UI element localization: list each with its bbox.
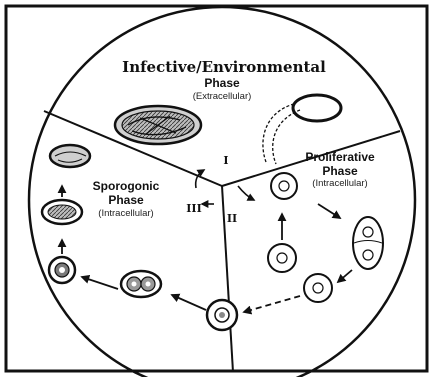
infective-phase-label: Phase <box>204 76 240 90</box>
mature-sporocyst-cell <box>50 145 90 167</box>
transition-label-three: III <box>186 202 201 215</box>
arrow-to-sporont <box>82 277 118 289</box>
transitional-cell <box>207 300 237 330</box>
sporoblast-cell <box>42 200 82 224</box>
sporogonic-phase-label: Phase <box>108 193 144 207</box>
sporoplasm-cell <box>271 173 297 199</box>
proliferative-phase-title: Proliferative <box>305 150 375 164</box>
transition-label-two: II <box>227 212 237 225</box>
dividing-meront <box>353 217 383 269</box>
transition-arrow-two <box>238 186 254 200</box>
infective-phase-subtitle: (Extracellular) <box>193 91 252 102</box>
infective-phase-title: Infective/Environmental <box>122 58 326 76</box>
sporogonic-phase-subtitle: (Intracellular) <box>98 208 153 219</box>
transition-arrow-one <box>196 170 204 188</box>
dashed-arrow-to-transitional <box>244 296 300 312</box>
arrow-to-dividing <box>172 295 206 310</box>
proliferative-phase-subtitle: (Intracellular) <box>312 178 367 189</box>
dividing-cell <box>121 271 161 297</box>
proliferative-phase-label: Phase <box>322 164 358 178</box>
polar-filament <box>263 104 294 162</box>
meront-cell-left <box>268 244 296 272</box>
oocyst-illustration <box>115 106 201 144</box>
arrow-from-meront <box>338 270 352 282</box>
polar-filament-2 <box>273 110 300 164</box>
meront-cell-right <box>304 274 332 302</box>
transition-label-one: I <box>223 154 228 167</box>
sporont-cell <box>49 257 75 283</box>
arrow-to-meront <box>318 204 340 218</box>
spore-illustration <box>293 95 341 121</box>
sporogonic-phase-title: Sporogonic <box>93 179 160 193</box>
